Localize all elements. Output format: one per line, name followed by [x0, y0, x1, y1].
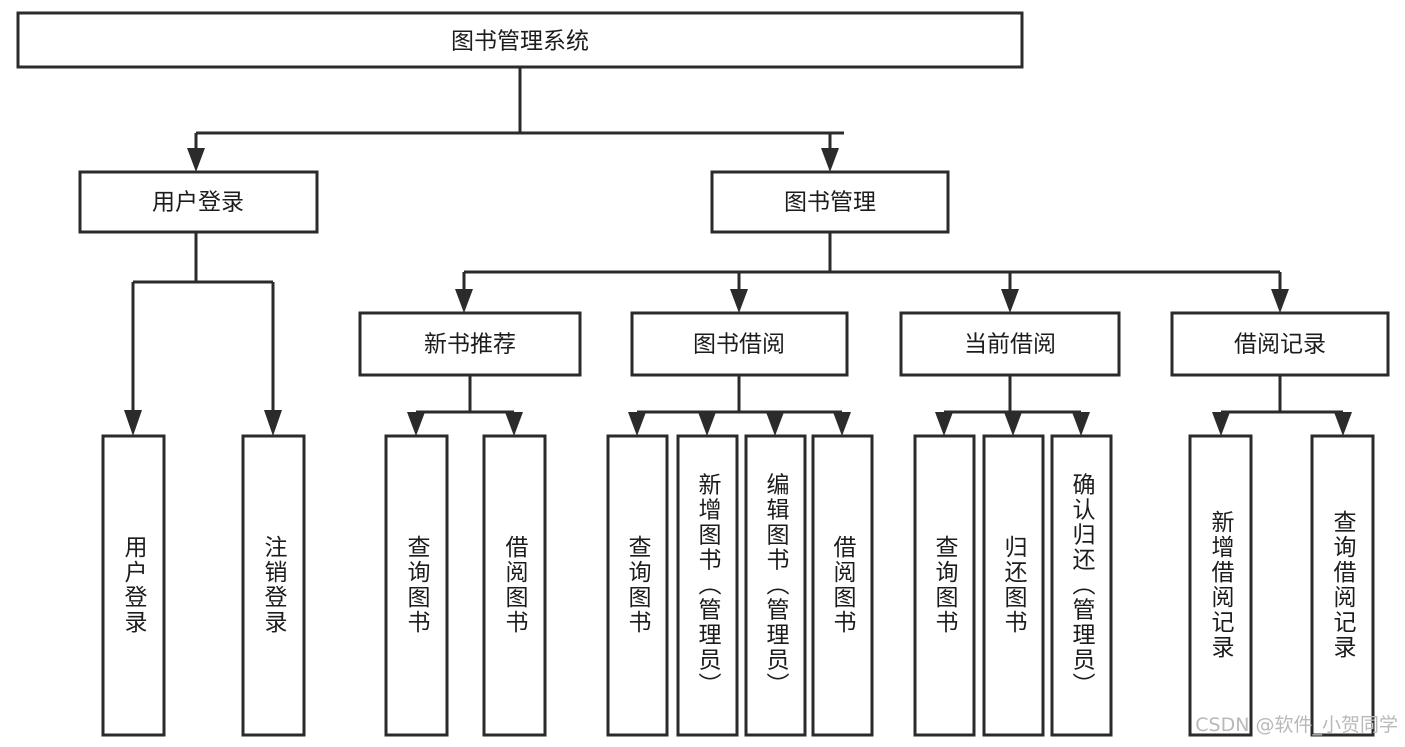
node-leaf-return-book-box — [982, 434, 1045, 737]
arrow-head-leaf-borrow-book-a — [505, 412, 523, 436]
node-leaf-query-book-c-box — [913, 434, 976, 737]
arrow-head-borrow-record — [1271, 289, 1289, 313]
node-leaf-confirm-return[interactable]: 确认归还（管理员） — [1050, 434, 1113, 737]
node-leaf-add-record-label: 新增借阅记录 — [1207, 510, 1235, 660]
arrow-head-leaf-query-book-b — [628, 412, 646, 436]
arrow-head-leaf-confirm-return — [1072, 412, 1090, 436]
node-leaf-add-book-label: 新增图书（管理员） — [694, 473, 722, 698]
node-leaf-logout-label: 注销登录 — [260, 535, 288, 635]
node-book-borrow-box — [630, 311, 849, 377]
node-leaf-logout-box — [241, 434, 306, 737]
arrow-head-leaf-query-record — [1334, 412, 1352, 436]
node-leaf-return-book-label: 归还图书 — [1000, 535, 1028, 635]
arrow-head-leaf-query-book-c — [935, 412, 953, 436]
node-new-book-recommend-box — [358, 311, 582, 377]
arrow-head-book-borrow — [730, 289, 748, 313]
edge-record-to-leaves — [1212, 375, 1352, 436]
node-leaf-query-book-a-box — [384, 434, 449, 737]
node-current-borrow-label: 当前借阅 — [964, 332, 1056, 358]
node-leaf-query-book-b-box — [606, 434, 669, 737]
node-borrow-record[interactable]: 借阅记录 — [1170, 311, 1390, 377]
node-borrow-record-box — [1170, 311, 1390, 377]
arrow-head-new-book-recommend — [455, 289, 473, 313]
node-root[interactable]: 图书管理系统 — [16, 11, 1024, 69]
node-leaf-query-book-a-label: 查询图书 — [403, 535, 431, 635]
node-user-login[interactable]: 用户登录 — [78, 170, 319, 234]
arrow-head-leaf-logout — [264, 410, 282, 436]
arrow-head-leaf-edit-book — [766, 412, 784, 436]
node-leaf-add-book[interactable]: 新增图书（管理员） — [676, 434, 739, 737]
edge-current-to-leaves — [935, 375, 1090, 436]
node-book-manage-box — [710, 170, 950, 234]
arrow-head-leaf-return-book — [1004, 412, 1022, 436]
node-leaf-borrow-book-b[interactable]: 借阅图书 — [811, 434, 874, 737]
node-leaf-confirm-return-box — [1050, 434, 1113, 737]
edge-borrow-to-leaves — [628, 375, 851, 436]
node-leaf-confirm-return-label: 确认归还（管理员） — [1068, 473, 1096, 698]
edge-book-manage-to-level3 — [455, 232, 1289, 313]
node-root-box — [16, 11, 1024, 69]
node-leaf-borrow-book-a[interactable]: 借阅图书 — [482, 434, 547, 737]
arrow-head-leaf-add-book — [698, 412, 716, 436]
arrow-head-leaf-query-book-a — [407, 412, 425, 436]
edge-recommend-to-leaves — [407, 375, 523, 436]
node-current-borrow[interactable]: 当前借阅 — [899, 311, 1121, 377]
node-leaf-query-book-b-label: 查询图书 — [624, 535, 652, 635]
node-leaf-query-record[interactable]: 查询借阅记录 — [1310, 434, 1375, 737]
node-leaf-borrow-book-b-label: 借阅图书 — [829, 535, 857, 635]
node-book-borrow[interactable]: 图书借阅 — [630, 311, 849, 377]
node-leaf-query-book-b[interactable]: 查询图书 — [606, 434, 669, 737]
arrow-head-leaf-user-login — [124, 410, 142, 436]
arrow-head-user-login — [187, 148, 205, 172]
node-leaf-borrow-book-a-label: 借阅图书 — [501, 535, 529, 635]
node-leaf-add-record[interactable]: 新增借阅记录 — [1188, 434, 1253, 737]
node-leaf-query-book-a[interactable]: 查询图书 — [384, 434, 449, 737]
arrow-head-current-borrow — [1001, 289, 1019, 313]
node-leaf-user-login-label: 用户登录 — [120, 535, 148, 635]
node-leaf-query-record-label: 查询借阅记录 — [1329, 510, 1357, 660]
node-leaf-edit-book-box — [744, 434, 807, 737]
node-root-label: 图书管理系统 — [451, 29, 589, 55]
node-user-login-label: 用户登录 — [152, 190, 244, 216]
node-leaf-query-book-c-label: 查询图书 — [931, 535, 959, 635]
node-book-manage-label: 图书管理 — [784, 190, 876, 216]
node-borrow-record-label: 借阅记录 — [1234, 332, 1326, 358]
node-new-book-recommend-label: 新书推荐 — [424, 332, 516, 358]
node-book-manage[interactable]: 图书管理 — [710, 170, 950, 234]
node-leaf-user-login[interactable]: 用户登录 — [101, 434, 166, 737]
node-user-login-box — [78, 170, 319, 234]
csdn-watermark: CSDN @软件_小贺同学 — [1195, 714, 1398, 736]
node-leaf-edit-book-label: 编辑图书（管理员） — [762, 473, 790, 698]
node-leaf-borrow-book-a-box — [482, 434, 547, 737]
arrow-head-leaf-borrow-book-b — [833, 412, 851, 436]
node-leaf-add-book-box — [676, 434, 739, 737]
node-new-book-recommend[interactable]: 新书推荐 — [358, 311, 582, 377]
node-book-borrow-label: 图书借阅 — [693, 332, 785, 358]
node-leaf-query-book-c[interactable]: 查询图书 — [913, 434, 976, 737]
node-leaf-edit-book[interactable]: 编辑图书（管理员） — [744, 434, 807, 737]
node-current-borrow-box — [899, 311, 1121, 377]
arrow-head-leaf-add-record — [1212, 412, 1230, 436]
node-leaf-logout[interactable]: 注销登录 — [241, 434, 306, 737]
arrow-head-book-manage — [821, 148, 839, 172]
node-leaf-user-login-box — [101, 434, 166, 737]
edge-root-to-level2 — [187, 67, 844, 172]
node-leaf-borrow-book-b-box — [811, 434, 874, 737]
edge-user-login-to-leaves — [124, 232, 282, 436]
node-leaf-return-book[interactable]: 归还图书 — [982, 434, 1045, 737]
node-leaf-add-record-box — [1188, 434, 1253, 737]
node-leaf-query-record-box — [1310, 434, 1375, 737]
